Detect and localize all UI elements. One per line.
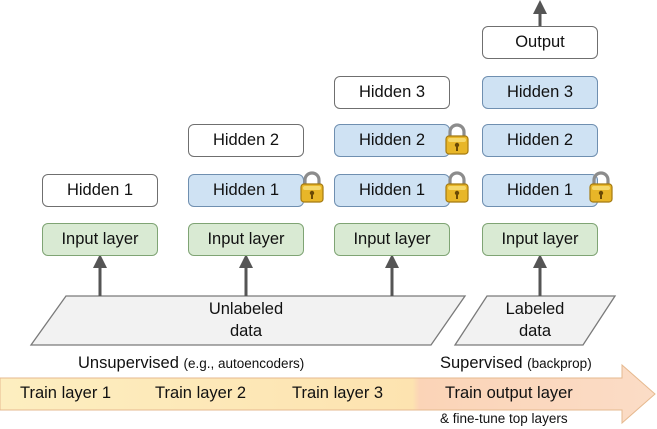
unlabeled-data-line1: Unlabeled [208, 300, 284, 318]
col4-hidden-3-box: Hidden 3 [482, 76, 598, 109]
col3-hidden-1-box: Hidden 1 [334, 174, 450, 207]
supervised-phase-label: Supervised (backprop) [440, 354, 592, 373]
col2-hidden-2-box: Hidden 2 [188, 124, 304, 157]
supervised-note: (backprop) [527, 356, 592, 371]
col1-input-layer-box: Input layer [42, 223, 158, 256]
col2-input-layer-box: Input layer [188, 223, 304, 256]
col1-hidden-1-box: Hidden 1 [42, 174, 158, 207]
labeled-data-line2: data [518, 322, 552, 340]
unsupervised-main: Unsupervised [78, 354, 179, 372]
col2-hidden-1-box: Hidden 1 [188, 174, 304, 207]
train-layer-1-label: Train layer 1 [20, 384, 112, 402]
fine-tune-footnote: & fine-tune top layers [440, 411, 568, 426]
train-layer-2-label: Train layer 2 [155, 384, 247, 402]
col4-input-layer-box: Input layer [482, 223, 598, 256]
lock-icon [445, 171, 469, 203]
data-arrows [93, 254, 547, 296]
supervised-main: Supervised [440, 354, 523, 372]
lock-icon [445, 123, 469, 155]
labeled-data-parallelogram [453, 295, 617, 346]
lock-icon [300, 171, 324, 203]
labeled-data-label: Labeled data [485, 298, 585, 342]
train-layer-3-label: Train layer 3 [292, 384, 384, 402]
training-banner-arrow [0, 363, 656, 425]
labeled-data-line1: Labeled [505, 300, 565, 318]
unlabeled-data-parallelogram [29, 295, 467, 346]
unsupervised-phase-label: Unsupervised (e.g., autoencoders) [78, 354, 304, 373]
col4-hidden-1-box: Hidden 1 [482, 174, 598, 207]
col3-hidden-2-box: Hidden 2 [334, 124, 450, 157]
col4-hidden-2-box: Hidden 2 [482, 124, 598, 157]
lock-icon [589, 171, 613, 203]
unlabeled-data-line2: data [229, 322, 263, 340]
col4-output-box: Output [482, 26, 598, 59]
output-arrow [533, 0, 547, 26]
unlabeled-data-label: Unlabeled data [196, 298, 296, 342]
col3-input-layer-box: Input layer [334, 223, 450, 256]
col3-hidden-3-box: Hidden 3 [334, 76, 450, 109]
train-output-layer-label: Train output layer [445, 384, 573, 402]
unsupervised-note: (e.g., autoencoders) [183, 356, 305, 371]
